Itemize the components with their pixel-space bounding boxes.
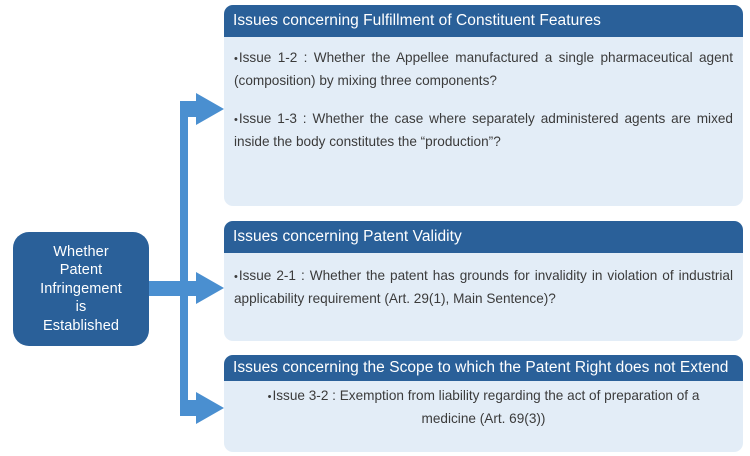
panel-body-scope-not-extend: Issue 3-2 : Exemption from liability reg… <box>224 381 743 436</box>
panel-scope-not-extend[interactable]: Issues concerning the Scope to which the… <box>224 355 743 452</box>
panel-patent-validity[interactable]: Issues concerning Patent Validity Issue … <box>224 221 743 341</box>
panel-header-patent-validity: Issues concerning Patent Validity <box>224 221 743 253</box>
panel-body-constituent-features: Issue 1-2 : Whether the Appellee manufac… <box>224 37 743 158</box>
bullet-list: Issue 1-2 : Whether the Appellee manufac… <box>234 47 733 152</box>
bullet-item-issue-3-2: Issue 3-2 : Exemption from liability reg… <box>242 385 725 430</box>
bullet-item-issue-1-2: Issue 1-2 : Whether the Appellee manufac… <box>234 47 733 91</box>
arrow-to-branch-2 <box>149 272 224 304</box>
bullet-list: Issue 2-1 : Whether the patent has groun… <box>234 265 733 309</box>
bullet-item-issue-2-1: Issue 2-1 : Whether the patent has groun… <box>234 265 733 309</box>
bullet-item-issue-1-3: Issue 1-3 : Whether the case where separ… <box>234 108 733 152</box>
panel-body-patent-validity: Issue 2-1 : Whether the patent has groun… <box>224 253 743 317</box>
root-node-label: Whether Patent Infringement is Establish… <box>40 243 122 334</box>
panel-constituent-features[interactable]: Issues concerning Fulfillment of Constit… <box>224 5 743 206</box>
panel-header-scope-not-extend: Issues concerning the Scope to which the… <box>224 355 743 381</box>
arrow-to-branch-3 <box>180 289 224 424</box>
arrow-to-branch-1 <box>180 93 224 289</box>
bullet-list: Issue 3-2 : Exemption from liability reg… <box>242 385 725 430</box>
root-node-whether-patent-infringement-is-established[interactable]: Whether Patent Infringement is Establish… <box>13 232 149 346</box>
panel-header-constituent-features: Issues concerning Fulfillment of Constit… <box>224 5 743 37</box>
